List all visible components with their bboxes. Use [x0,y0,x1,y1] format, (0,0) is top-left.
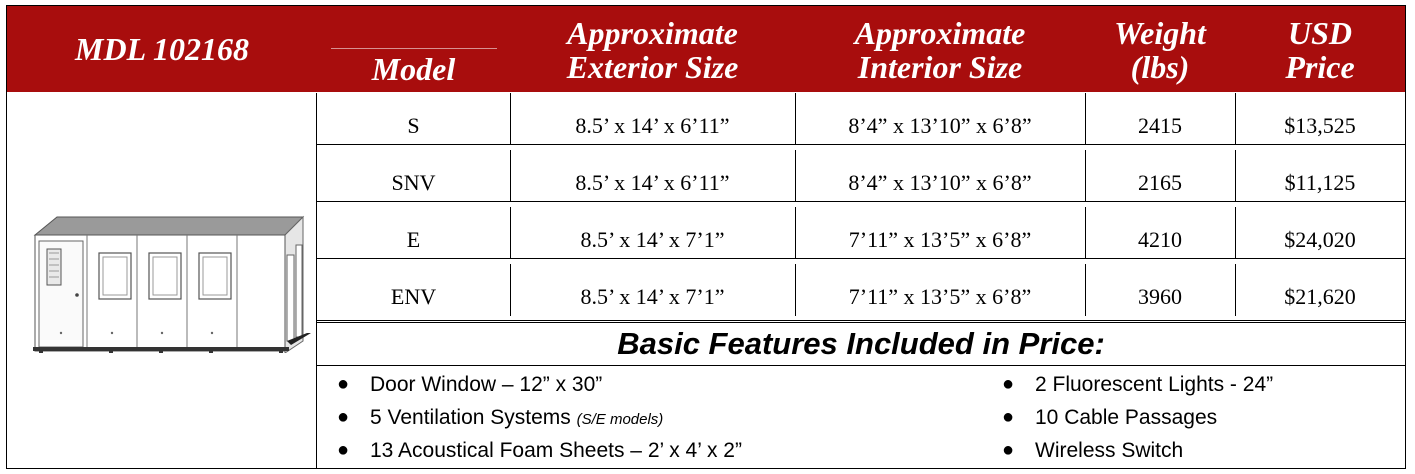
header-exterior-line1: Approximate [567,15,738,51]
product-code: MDL 102168 [75,31,249,67]
bullet-icon: ● [337,406,350,428]
features-title: Basic Features Included in Price: [317,320,1405,366]
price-cell: $11,125 [1284,170,1356,195]
exterior-cell: 8.5’ x 14’ x 6’11” [575,113,730,138]
table-row: E 8.5’ x 14’ x 7’1” 7’11” x 13’5” x 6’8”… [317,207,1405,259]
header-weight-line2: (lbs) [1130,49,1190,85]
column-divider [510,207,511,259]
table-row: ENV 8.5’ x 14’ x 7’1” 7’11” x 13’5” x 6’… [317,264,1405,316]
table-row: SNV 8.5’ x 14’ x 6’11” 8’4” x 13’10” x 6… [317,150,1405,202]
feature-text: Door Window – 12” x 30” [370,373,603,396]
exterior-cell: 8.5’ x 14’ x 7’1” [580,227,725,252]
header-model-cell: Model [317,6,510,92]
column-divider [510,93,511,145]
feature-text: Wireless Switch [1035,439,1184,462]
model-cell: SNV [391,170,436,195]
column-divider [1085,207,1086,259]
header-price-cell: USD Price [1235,6,1405,92]
header-weight-cell: Weight (lbs) [1085,6,1235,92]
column-divider [1235,150,1236,202]
column-divider [1085,150,1086,202]
interior-cell: 7’11” x 13’5” x 6’8” [848,227,1032,252]
header-interior-cell: Approximate Interior Size [795,6,1085,92]
column-divider [1235,207,1236,259]
weight-cell: 3960 [1138,284,1182,309]
header-interior-line1: Approximate [854,15,1026,51]
bullet-icon: ● [1002,439,1015,461]
features-list-left: ● Door Window – 12” x 30” ● 5 Ventilatio… [317,368,742,467]
column-divider [795,150,796,202]
list-item: ● Door Window – 12” x 30” [317,368,742,401]
list-item: ● 2 Fluorescent Lights - 24” [982,368,1273,401]
booth-illustration [33,215,311,353]
weight-cell: 2165 [1138,170,1182,195]
header-model: Model [371,51,456,87]
column-divider [1085,264,1086,316]
header-exterior-cell: Approximate Exterior Size [510,6,795,92]
feature-text: 10 Cable Passages [1035,406,1218,429]
interior-cell: 7’11” x 13’5” x 6’8” [848,284,1032,309]
list-item: ● 13 Acoustical Foam Sheets – 2’ x 4’ x … [317,434,742,467]
weight-cell: 2415 [1138,113,1182,138]
feature-text: 2 Fluorescent Lights - 24” [1035,373,1274,396]
list-item: ● 5 Ventilation Systems (S/E models) [317,401,742,434]
product-image-cell [7,93,317,468]
model-cell: S [407,113,420,138]
bullet-icon: ● [1002,373,1015,395]
column-divider [1235,93,1236,145]
header-product-cell: MDL 102168 [7,6,317,92]
price-cell: $13,525 [1284,113,1356,138]
table-header: MDL 102168 Model Approximate Exterior Si… [7,6,1405,92]
feature-text: 5 Ventilation Systems [370,406,577,429]
list-item: ● Wireless Switch [982,434,1273,467]
header-weight-line1: Weight [1114,15,1206,51]
bullet-icon: ● [337,439,350,461]
column-divider [795,264,796,316]
column-divider [1235,264,1236,316]
model-cell: ENV [390,284,437,309]
interior-cell: 8’4” x 13’10” x 6’8” [848,113,1032,138]
column-divider [1085,93,1086,145]
column-divider [510,264,511,316]
interior-cell: 8’4” x 13’10” x 6’8” [848,170,1032,195]
features-list-right: ● 2 Fluorescent Lights - 24” ● 10 Cable … [982,368,1273,467]
header-price-line1: USD [1287,15,1352,51]
header-exterior-line2: Exterior Size [566,49,739,85]
feature-text: 13 Acoustical Foam Sheets – 2’ x 4’ x 2” [370,439,742,462]
column-divider [795,207,796,259]
header-price-line2: Price [1285,49,1355,85]
column-divider [795,93,796,145]
exterior-cell: 8.5’ x 14’ x 6’11” [575,170,730,195]
column-divider [510,150,511,202]
feature-note: (S/E models) [576,411,664,428]
exterior-cell: 8.5’ x 14’ x 7’1” [580,284,725,309]
list-item: ● 10 Cable Passages [982,401,1273,434]
header-divider [331,48,497,49]
model-cell: E [406,227,421,252]
header-interior-line2: Interior Size [857,49,1023,85]
price-cell: $21,620 [1284,284,1356,309]
table-row: S 8.5’ x 14’ x 6’11” 8’4” x 13’10” x 6’8… [317,93,1405,145]
spec-sheet: MDL 102168 Model Approximate Exterior Si… [6,5,1406,469]
bullet-icon: ● [1002,406,1015,428]
price-cell: $24,020 [1284,227,1356,252]
weight-cell: 4210 [1138,227,1182,252]
bullet-icon: ● [337,373,350,395]
